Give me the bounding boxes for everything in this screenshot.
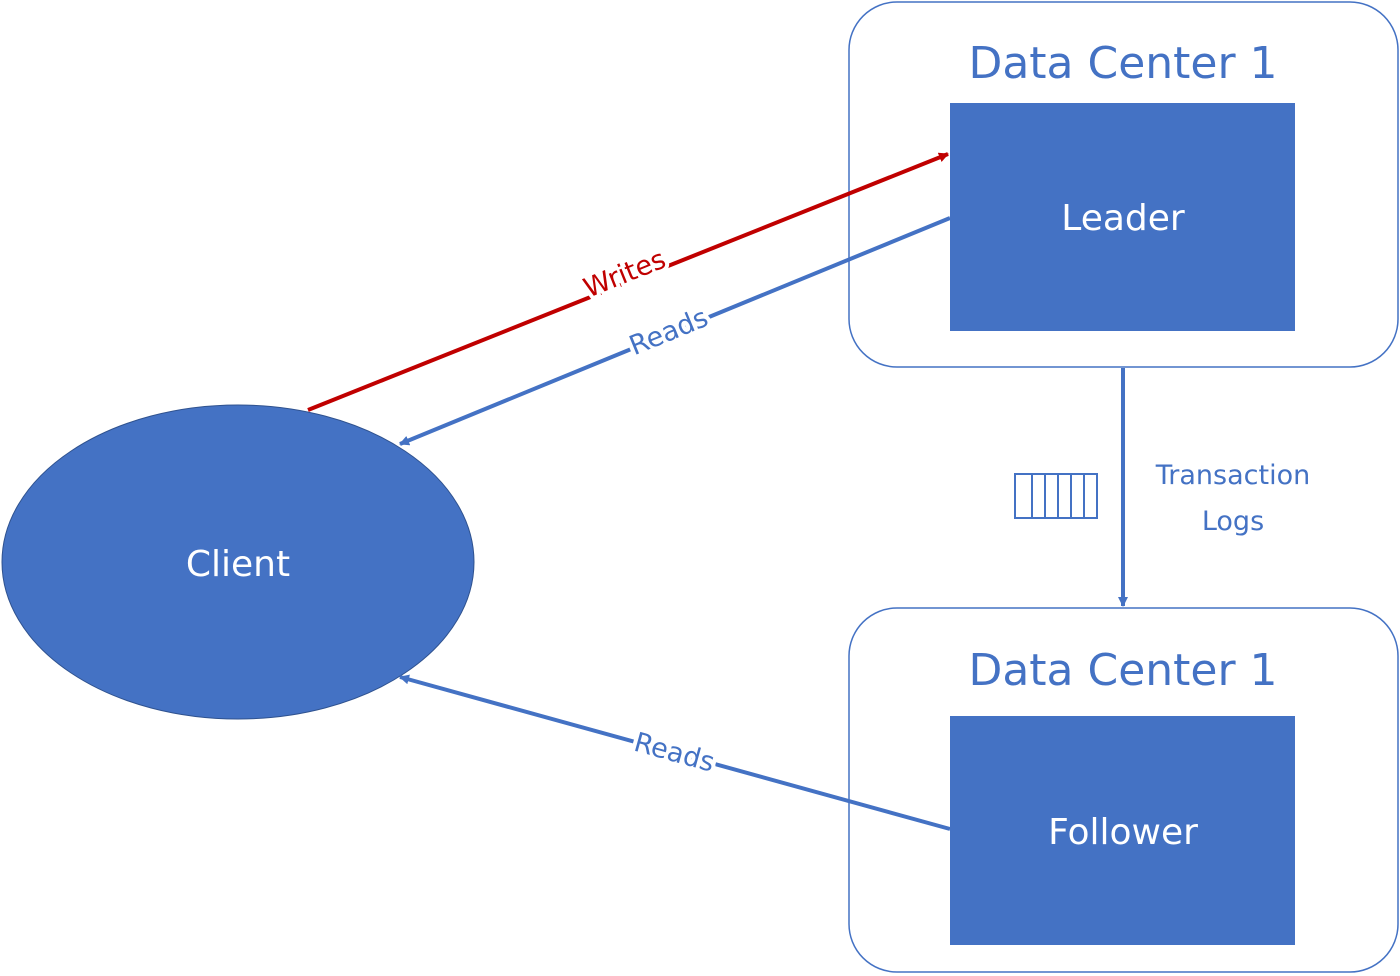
data-center-top-title: Data Center 1 <box>968 38 1277 89</box>
client-node <box>1 404 475 720</box>
data-center-bottom-title: Data Center 1 <box>968 645 1277 696</box>
follower-node <box>950 716 1295 945</box>
writes-arrow <box>307 152 949 412</box>
replication-label-line1: Transaction <box>1155 460 1310 491</box>
follower-reads-arrow <box>399 674 951 831</box>
data-center-bottom: Data Center 1 Follower <box>848 607 1399 973</box>
replication-label-line2: Logs <box>1202 506 1264 537</box>
leader-label: Leader <box>1061 198 1185 239</box>
leader-reads-arrow <box>399 216 951 446</box>
follower-reads-label: Reads <box>631 727 718 779</box>
writes-label: Writes <box>579 244 670 304</box>
data-center-top: Data Center 1 Leader <box>848 1 1399 368</box>
leader-node <box>950 103 1295 331</box>
replication-edge: Transaction Logs <box>1014 368 1310 607</box>
queue-icon <box>1014 473 1098 519</box>
leader-reads-label: Reads <box>625 302 713 362</box>
client-label: Client <box>186 544 290 585</box>
client: Client <box>1 404 475 720</box>
follower-label: Follower <box>1048 812 1198 853</box>
